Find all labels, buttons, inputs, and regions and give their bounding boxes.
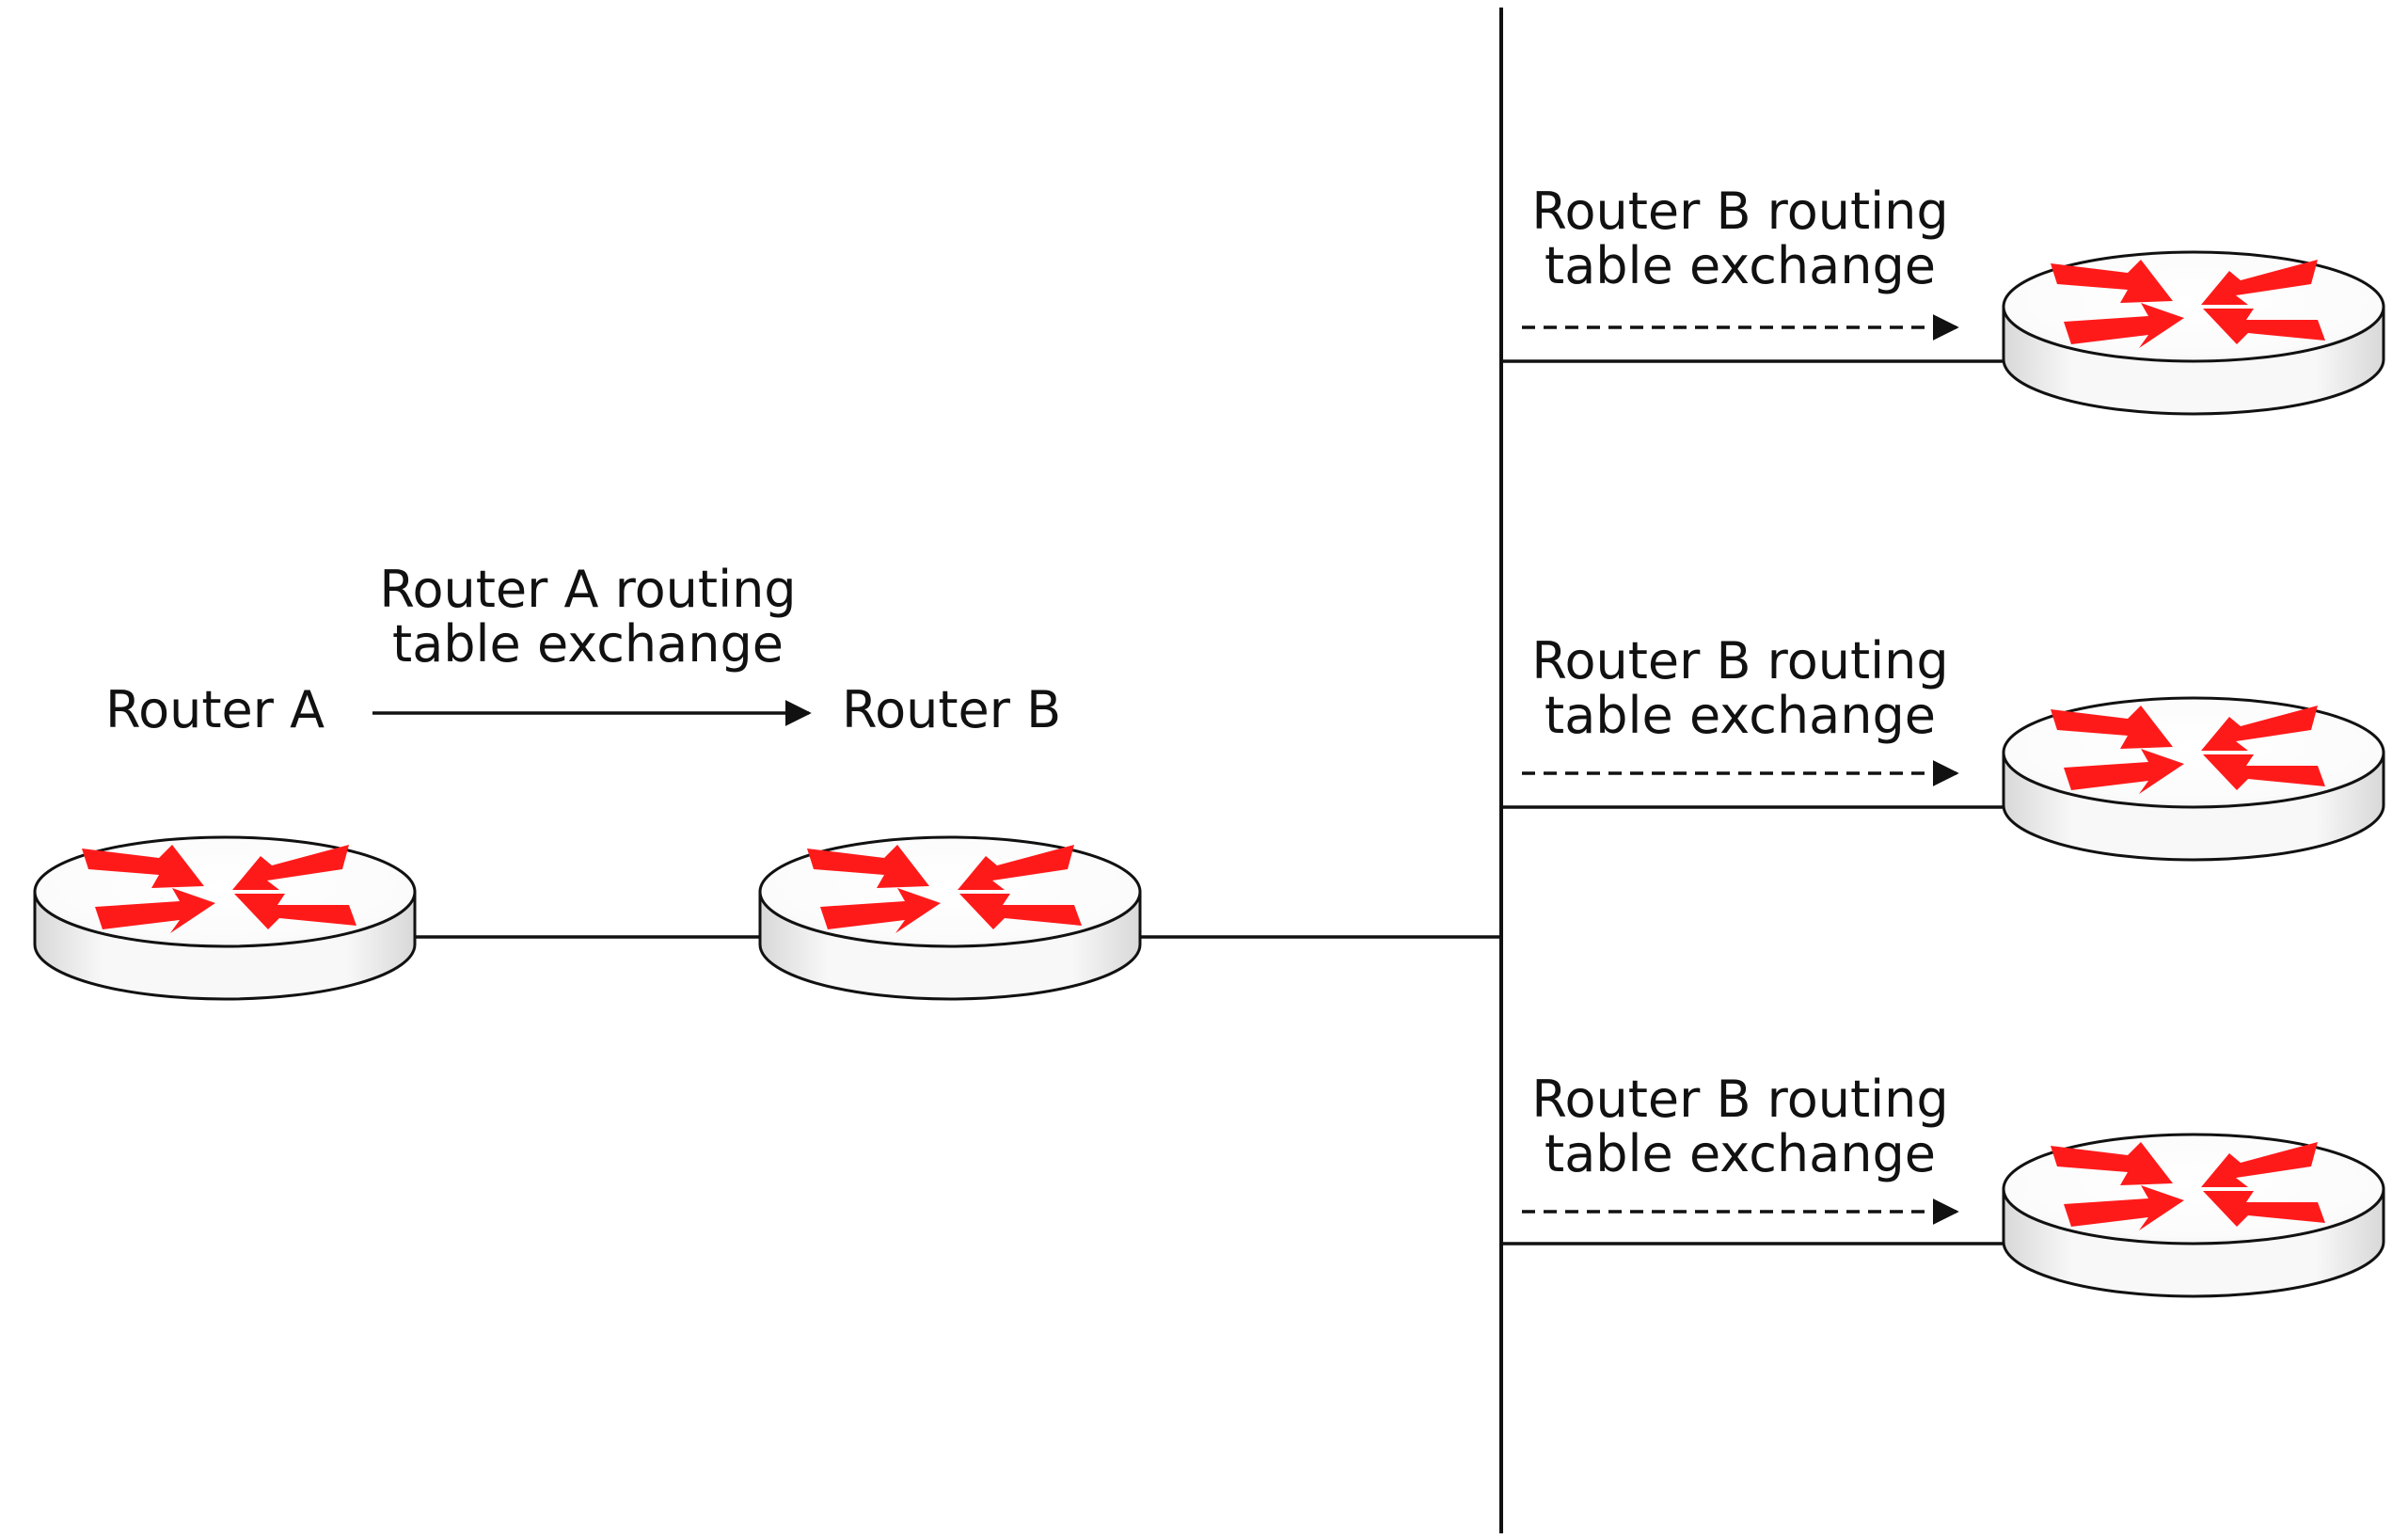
- router-icon: [2002, 696, 2385, 862]
- router-b-exchange-line-2: table exchange: [1545, 686, 1936, 745]
- router-b-exchange-line-2: table exchange: [1545, 236, 1936, 295]
- router-b-exchange-line-1: Router B routing: [1531, 1070, 1949, 1129]
- router-icon: [758, 835, 1142, 1001]
- router-b-exchange-label-3: Router B routing table exchange: [1486, 1072, 1994, 1182]
- router-a-exchange-line-1: Router A routing: [379, 560, 797, 619]
- router-b-exchange-label-2: Router B routing table exchange: [1486, 634, 1994, 743]
- router-b-exchange-line-2: table exchange: [1545, 1124, 1936, 1183]
- router-a-label: Router A: [105, 680, 325, 739]
- router-icon: [2002, 250, 2385, 416]
- router-a-exchange-line-2: table exchange: [392, 614, 784, 674]
- router-b-exchange-line-1: Router B routing: [1531, 182, 1949, 241]
- router-b-label: Router B: [842, 680, 1062, 739]
- router-a-exchange-label: Router A routing table exchange: [325, 563, 851, 672]
- router-icon: [2002, 1133, 2385, 1298]
- router-b-exchange-label-1: Router B routing table exchange: [1486, 184, 1994, 294]
- router-b-exchange-line-1: Router B routing: [1531, 631, 1949, 690]
- router-icon: [33, 835, 417, 1001]
